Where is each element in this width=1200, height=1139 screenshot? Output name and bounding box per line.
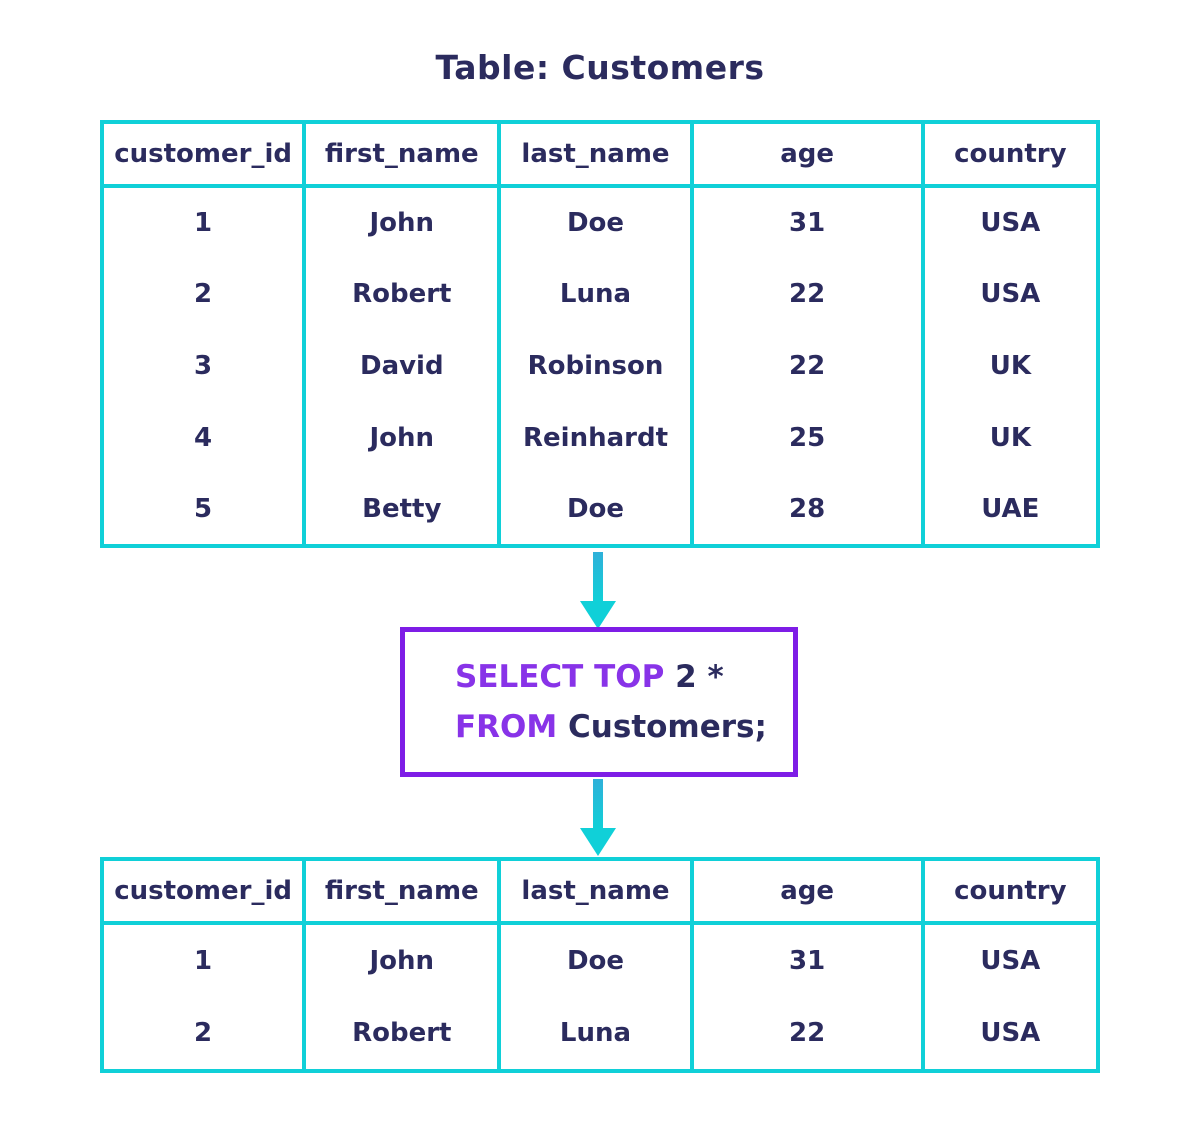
column-header: last_name [497,122,694,188]
sql-query-table-name: Customers; [557,709,767,745]
table-cell: 25 [689,402,925,474]
arrow-stem [593,779,603,828]
sql-query-box: SELECT TOP 2 * FROM Customers; [400,627,798,777]
diagram-title: Table: Customers [435,48,765,87]
table-cell: 1 [99,923,307,997]
column-header: age [689,122,925,188]
arrow-stem [593,552,603,601]
sql-keyword-from: FROM [455,709,558,745]
table-cell: UK [920,402,1101,474]
table-cell: 31 [689,923,925,997]
table-cell: 2 [99,997,307,1071]
table-cell: 22 [689,258,925,330]
column-header: first_name [302,859,502,925]
column-header: age [689,859,925,925]
table-cell: Robert [302,997,502,1071]
query-line-1: SELECT TOP 2 * [455,652,793,702]
arrow-down-icon [580,552,616,629]
table-cell: 1 [99,186,307,258]
arrow-head [580,601,616,629]
table-cell: Doe [497,923,694,997]
table-cell: 28 [689,474,925,546]
table-cell: USA [920,923,1101,997]
arrow-head [580,828,616,856]
table-cell: UK [920,330,1101,402]
sql-keyword-select-top: SELECT TOP [455,659,665,695]
table-cell: Doe [497,474,694,546]
table-cell: John [302,923,502,997]
column-header: country [920,122,1101,188]
table-cell: John [302,186,502,258]
sql-query-args: 2 * [664,659,724,695]
table-cell: 4 [99,402,307,474]
table-cell: 3 [99,330,307,402]
arrow-down-icon [580,779,616,856]
table-cell: UAE [920,474,1101,546]
table-cell: Betty [302,474,502,546]
table-cell: Luna [497,258,694,330]
column-header: first_name [302,122,502,188]
table-cell: 22 [689,997,925,1071]
query-line-2: FROM Customers; [455,702,793,752]
table-cell: Robert [302,258,502,330]
table-cell: 2 [99,258,307,330]
table-cell: Luna [497,997,694,1071]
column-header: customer_id [99,859,307,925]
table-cell: John [302,402,502,474]
table-cell: Reinhardt [497,402,694,474]
table-cell: David [302,330,502,402]
table-cell: Doe [497,186,694,258]
table-cell: USA [920,258,1101,330]
table-cell: 5 [99,474,307,546]
table-cell: Robinson [497,330,694,402]
column-header: customer_id [99,122,307,188]
column-header: country [920,859,1101,925]
table-cell: 22 [689,330,925,402]
table-cell: 31 [689,186,925,258]
table-cell: USA [920,186,1101,258]
column-header: last_name [497,859,694,925]
table-cell: USA [920,997,1101,1071]
